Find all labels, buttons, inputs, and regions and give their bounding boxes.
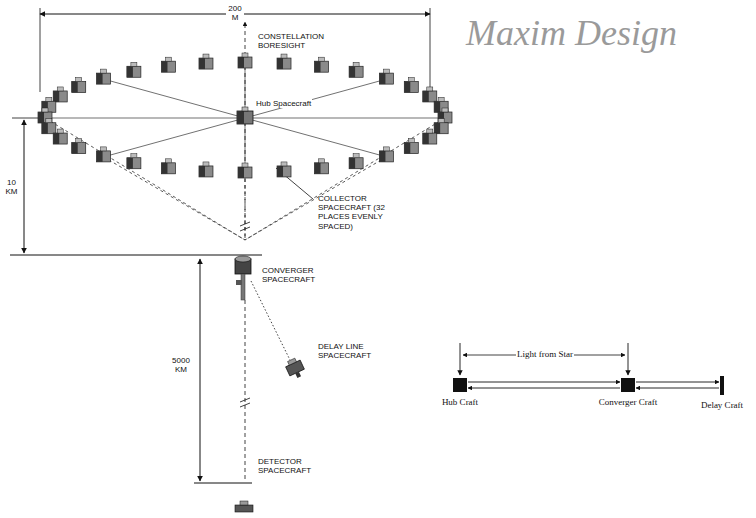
collector-spacecraft: [349, 154, 363, 169]
callout-label: 10 KM: [3, 178, 20, 196]
collector-spacecraft: [97, 69, 111, 84]
collector-spacecraft: [127, 154, 141, 169]
callout-label: Hub Spacecraft: [255, 99, 312, 108]
break-mark: [240, 398, 250, 407]
spoke-line: [245, 79, 386, 118]
collector-spacecraft: [438, 108, 452, 123]
extension-line: [194, 483, 252, 484]
delay-line-spacecraft: [284, 356, 307, 380]
collector-spacecraft: [72, 77, 86, 92]
light-arrow: [628, 343, 629, 375]
collector-spacecraft: [379, 69, 393, 84]
collector-spacecraft: [161, 159, 175, 174]
collector-spacecraft: [404, 77, 418, 92]
collector-spacecraft: [42, 97, 56, 112]
collector-spacecraft: [238, 53, 252, 68]
signal-arrow: [636, 388, 719, 389]
extension-line: [40, 8, 41, 92]
collector-spacecraft: [434, 119, 448, 134]
hub-spacecraft: [237, 107, 253, 124]
cone-line: [245, 118, 445, 240]
detector-spacecraft: [235, 501, 253, 512]
collector-spacecraft: [238, 163, 252, 178]
spoke-line: [245, 118, 445, 119]
collector-spacecraft: [127, 62, 141, 77]
collector-spacecraft: [53, 87, 67, 102]
spoke-line: [104, 118, 245, 157]
collector-spacecraft: [199, 54, 213, 69]
callout-label: CONVERGER SPACECRAFT: [262, 266, 334, 284]
craft-label: Hub Craft: [442, 397, 478, 407]
craft-label: Converger Craft: [599, 397, 658, 407]
cone-line: [45, 118, 245, 240]
collector-spacecraft: [38, 108, 52, 123]
signal-arrow: [636, 382, 719, 383]
craft-box: Converger Craft: [621, 378, 635, 392]
cone-line: [104, 157, 245, 240]
collector-spacecraft: [315, 57, 329, 72]
delay-craft-bar: Delay Craft: [720, 376, 724, 395]
callout-label: 5000 KM: [165, 356, 197, 374]
collector-spacecraft: [315, 159, 329, 174]
optical-path: [251, 281, 290, 360]
collector-spacecraft: [161, 57, 175, 72]
callout-label: 200 M: [226, 4, 244, 22]
callout-label: CONSTELLATION BORESIGHT: [258, 32, 330, 50]
collector-spacecraft: [72, 139, 86, 154]
flow-label: Light from Star: [516, 349, 574, 359]
craft-box: Hub Craft: [453, 378, 467, 392]
spoke-line: [245, 118, 386, 157]
light-arrow: [460, 343, 461, 375]
extension-line: [430, 8, 431, 92]
collector-spacecraft: [53, 129, 67, 144]
dimension-line: [200, 259, 201, 481]
collector-spacecraft: [199, 162, 213, 177]
signal-arrow: [468, 382, 620, 383]
callout-label: COLLECTOR SPACECRAFT (32 PLACES EVENLY S…: [318, 194, 408, 231]
spoke-line: [45, 118, 245, 119]
callout-label: DELAY LINE SPACECRAFT: [318, 342, 374, 360]
collector-spacecraft: [97, 147, 111, 162]
collector-spacecraft: [277, 54, 291, 69]
cone-line: [245, 173, 246, 240]
spoke-line: [104, 79, 245, 118]
dimension-line: [24, 120, 25, 253]
collector-ring: [38, 53, 452, 240]
callout-label: DETECTOR SPACECRAFT: [258, 457, 330, 475]
collector-spacecraft: [42, 119, 56, 134]
converger-spacecraft: [235, 256, 251, 300]
extension-line: [10, 255, 262, 256]
collector-spacecraft: [423, 129, 437, 144]
craft-label: Delay Craft: [701, 400, 743, 410]
collector-spacecraft: [277, 162, 291, 177]
collector-spacecraft: [404, 139, 418, 154]
diagram-title: Maxim Design: [466, 12, 677, 54]
boresight-line: [245, 300, 246, 482]
collector-spacecraft: [349, 62, 363, 77]
collector-spacecraft: [379, 147, 393, 162]
collector-spacecraft: [423, 87, 437, 102]
collector-spacecraft: [434, 97, 448, 112]
signal-arrow: [468, 388, 620, 389]
